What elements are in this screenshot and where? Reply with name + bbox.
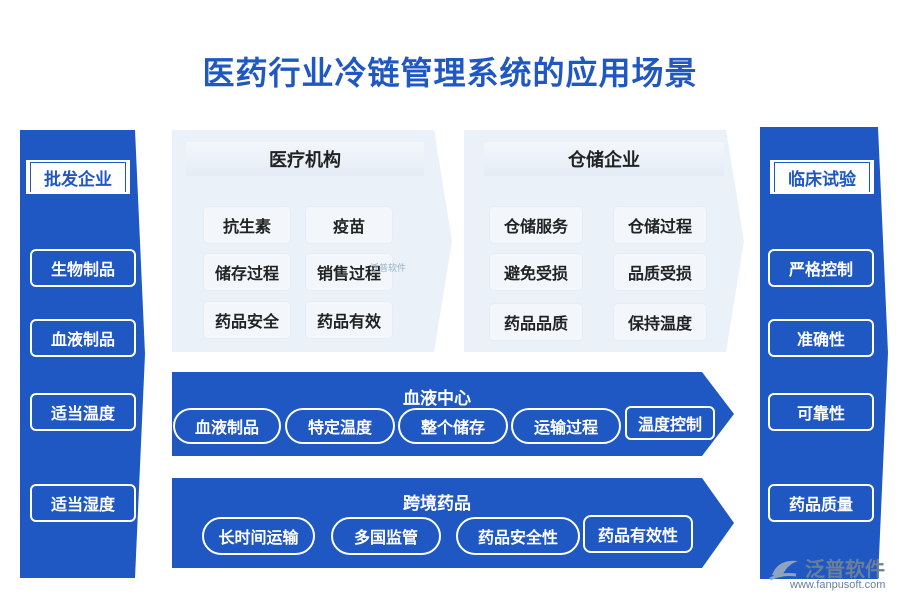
left-column-heading: 批发企业 [26, 160, 130, 194]
blood-band-heading: 血液中心 [403, 389, 471, 409]
medical-cell-antibiotics: 抗生素 [204, 207, 290, 243]
storage-cell-warehouse-service: 仓储服务 [490, 207, 582, 243]
blood-pill-specific-temperature: 特定温度 [285, 408, 395, 444]
storage-panel-heading: 仓储企业 [484, 142, 724, 176]
storage-cell-keep-temperature: 保持温度 [614, 304, 706, 340]
blood-pill-blood-products: 血液制品 [173, 408, 281, 444]
medical-panel-heading: 医疗机构 [186, 142, 424, 176]
right-item-reliability: 可靠性 [768, 393, 874, 431]
right-item-accuracy: 准确性 [768, 319, 874, 357]
cross-pill-multi-country-regulation: 多国监管 [331, 517, 441, 555]
medical-cell-storage-process: 储存过程 [204, 254, 290, 290]
cross-pill-long-transport: 长时间运输 [202, 517, 315, 555]
right-item-strict-control: 严格控制 [768, 249, 874, 287]
storage-panel-shape [464, 130, 744, 352]
cross-pill-drug-efficacy: 药品有效性 [583, 515, 693, 553]
storage-cell-avoid-damage: 避免受损 [490, 254, 582, 290]
medical-cell-sales-process: 销售过程 [306, 254, 392, 290]
storage-cell-quality-damage: 品质受损 [614, 254, 706, 290]
left-item-blood-products: 血液制品 [30, 319, 136, 357]
medical-cell-drug-efficacy: 药品有效 [306, 302, 392, 338]
storage-cell-drug-quality: 药品品质 [490, 304, 582, 340]
brand-logo-icon [769, 560, 798, 581]
medical-cell-drug-safety: 药品安全 [204, 302, 290, 338]
right-column-heading: 临床试验 [770, 160, 874, 194]
cross-band-heading: 跨境药品 [403, 494, 471, 514]
blood-pill-whole-storage: 整个储存 [398, 408, 508, 444]
blood-pill-temperature-control: 温度控制 [625, 406, 715, 440]
left-item-humidity: 适当湿度 [30, 484, 136, 522]
storage-cell-warehouse-process: 仓储过程 [614, 207, 706, 243]
mini-watermark: 泛普软件 [370, 264, 407, 274]
brand-name: 泛普软件 [805, 557, 885, 581]
diagram-title: 医药行业冷链管理系统的应用场景 [202, 54, 698, 92]
cross-pill-drug-safety: 药品安全性 [456, 517, 580, 555]
left-item-biologics: 生物制品 [30, 249, 136, 287]
brand-url: www.fanpusoft.com [790, 579, 886, 591]
blood-pill-transport-process: 运输过程 [511, 408, 621, 444]
right-item-drug-quality: 药品质量 [768, 484, 874, 522]
left-item-temperature: 适当温度 [30, 393, 136, 431]
medical-cell-vaccine: 疫苗 [306, 207, 392, 243]
